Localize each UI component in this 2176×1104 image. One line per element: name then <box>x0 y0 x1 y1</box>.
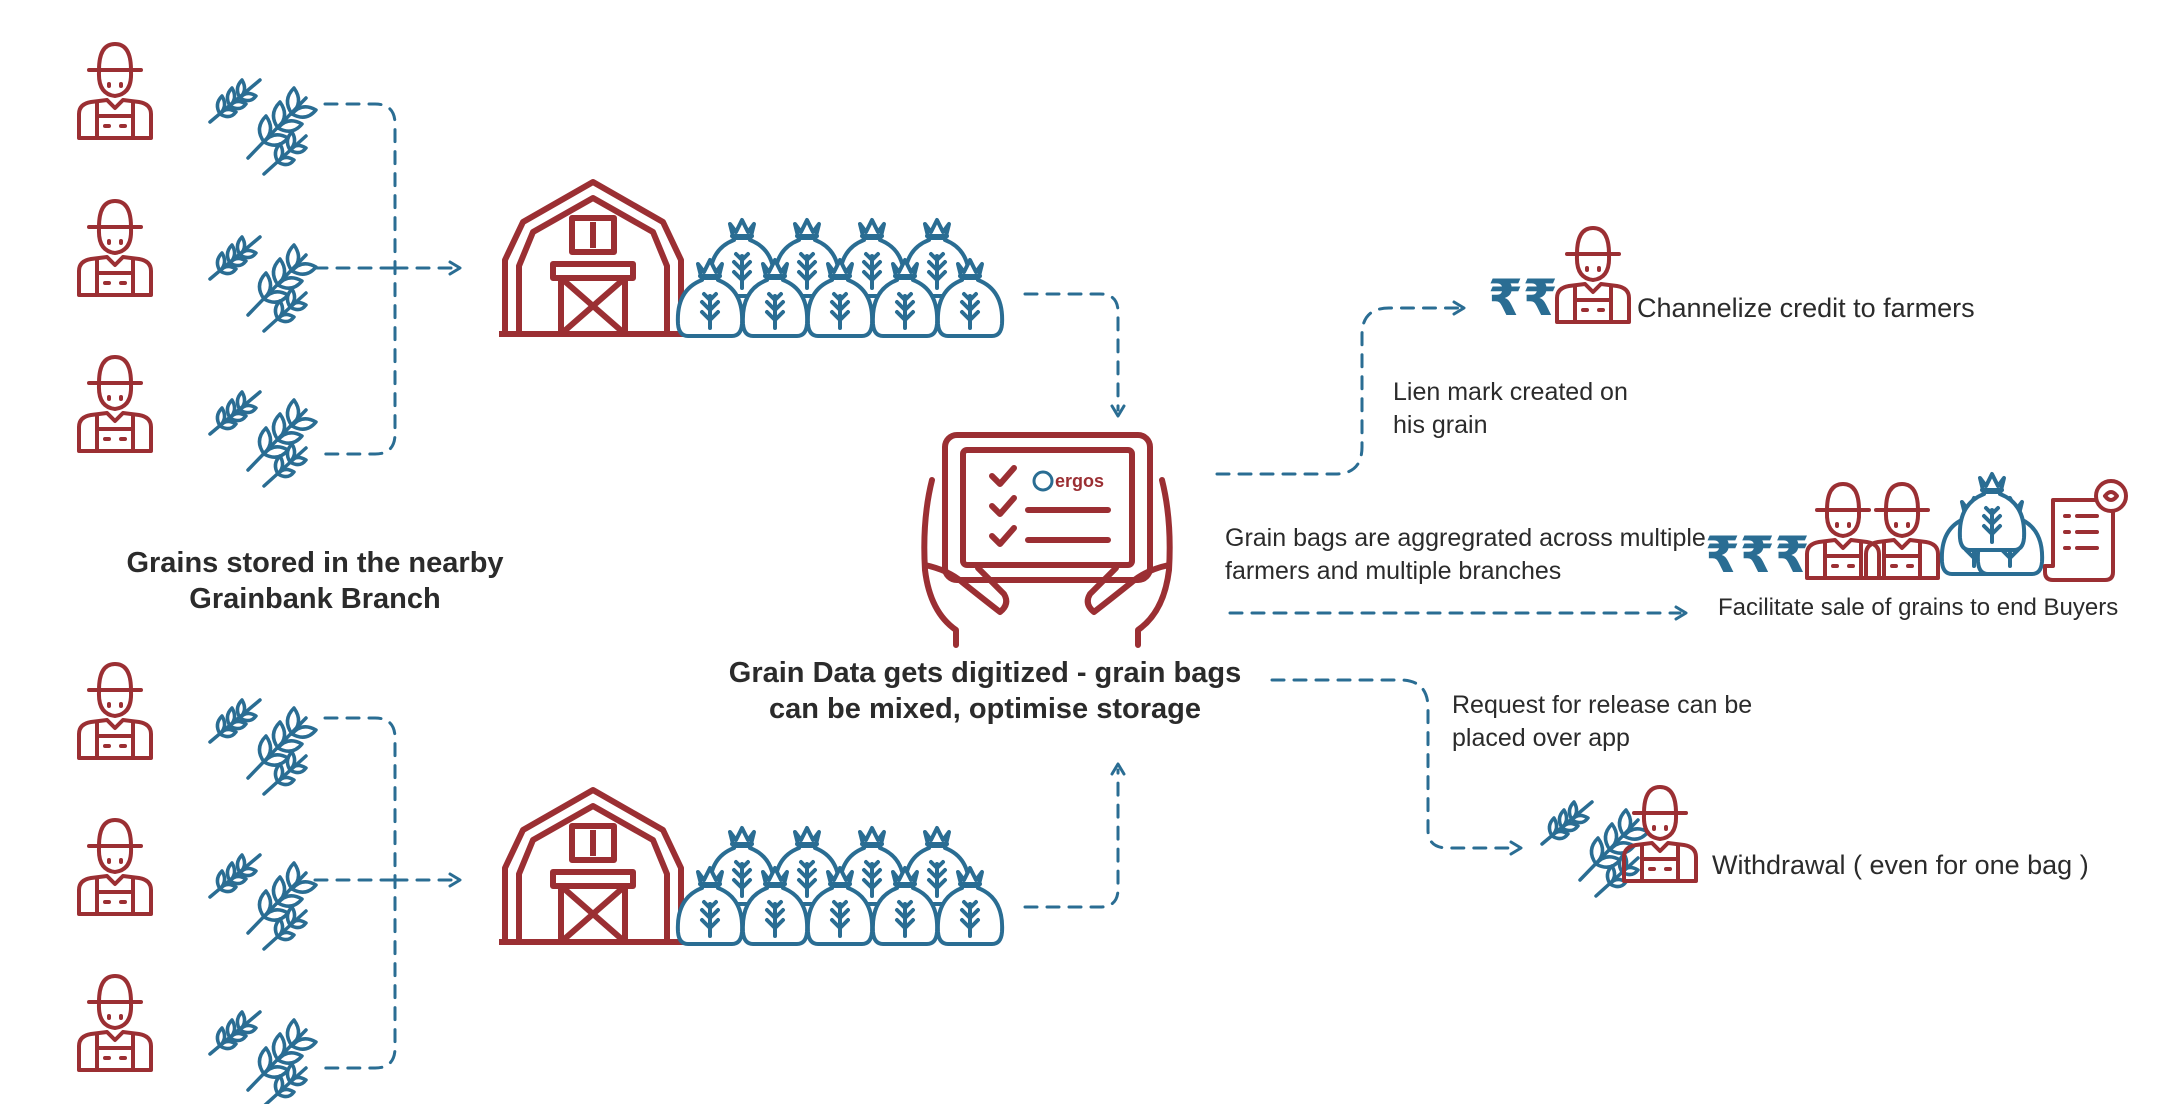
farmer-icon <box>77 199 153 297</box>
grains-stored-label: Grains stored in the nearby Grainbank Br… <box>126 547 504 615</box>
farmer-icon <box>1555 226 1631 324</box>
aggregated-label: Grain bags are aggregrated across multip… <box>1225 524 1706 585</box>
wheat-icon <box>208 1010 318 1104</box>
grain-bag-stack-bottom <box>675 826 1005 946</box>
wheat-icon <box>208 78 318 176</box>
arrowheads <box>448 260 1688 888</box>
farmer-icon <box>1805 482 1881 580</box>
farmer-icon <box>1864 482 1940 580</box>
farmer-group-top <box>77 42 318 488</box>
farmer-icon <box>77 974 153 1072</box>
channelize-credit-label: Channelize credit to farmers <box>1637 293 1975 323</box>
farmer-icon <box>77 355 153 453</box>
rupee-icon-sale: ₹₹₹ <box>1705 526 1809 584</box>
farmer-icon <box>77 662 153 760</box>
wheat-icon <box>208 698 318 796</box>
dashed-connectors <box>313 102 1682 1070</box>
grain-bag-stack-top <box>675 218 1005 338</box>
wheat-icon <box>208 235 318 333</box>
wheat-icon <box>208 390 318 488</box>
barn-icon <box>499 790 687 942</box>
facilitate-sale-label: Facilitate sale of grains to end Buyers <box>1718 594 2119 621</box>
barn-icon <box>499 182 687 334</box>
farmer-icon <box>77 818 153 916</box>
farmer-group-bottom <box>77 662 318 1104</box>
withdrawal-label: Withdrawal ( even for one bag ) <box>1712 850 2089 880</box>
grain-bag-icon <box>1957 472 2027 552</box>
receipt-icon <box>2043 479 2128 582</box>
tablet-icon <box>921 432 1173 648</box>
farmer-icon <box>77 42 153 140</box>
rupee-icon-credit: ₹₹ <box>1488 269 1558 327</box>
request-release-label: Request for release can be placed over a… <box>1452 691 1753 752</box>
digitized-label: Grain Data gets digitized - grain bags c… <box>728 657 1242 725</box>
lien-mark-label: Lien mark created on his grain <box>1393 378 1628 439</box>
wheat-icon <box>208 853 318 951</box>
ergos-logo: ergos <box>1055 471 1104 491</box>
